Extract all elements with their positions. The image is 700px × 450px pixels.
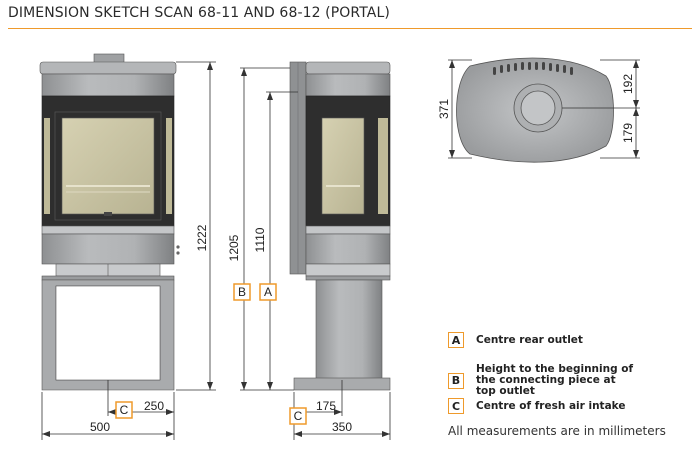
side-marker-a: [259, 283, 277, 301]
svg-text:A: A: [264, 285, 272, 299]
front-side-glass-right: [166, 118, 172, 214]
title-underline: [8, 28, 692, 29]
page-title: DIMENSION SKETCH SCAN 68-11 AND 68-12 (P…: [8, 5, 390, 21]
front-view: [39, 53, 180, 391]
side-width-label: 350: [332, 420, 352, 434]
front-lower-body: [41, 233, 175, 265]
legend-item-c: C Centre of fresh air intake: [448, 398, 688, 414]
front-width-label: 500: [90, 420, 110, 434]
top-front-label: 179: [621, 123, 635, 143]
legend-item-b: B Height to the beginning of the connect…: [448, 364, 638, 397]
front-intake-offset-label: 250: [144, 399, 164, 413]
front-upper-band: [41, 73, 175, 97]
legend-text-c: Centre of fresh air intake: [476, 399, 626, 412]
side-pedestal: [315, 279, 383, 381]
side-marker-c: [289, 407, 307, 425]
legend-item-a: A Centre rear outlet: [448, 332, 688, 348]
svg-text:B: B: [238, 285, 246, 299]
top-vent-slots: [493, 62, 573, 75]
svg-text:C: C: [294, 409, 303, 423]
legend-letter-c: C: [448, 398, 464, 414]
top-outlet: [520, 90, 556, 126]
front-marker-c: [115, 401, 133, 419]
side-glass: [321, 117, 365, 215]
side-dimensions: 1205 1110 B A 350 175 C: [227, 67, 391, 440]
side-top-plate: [305, 61, 391, 75]
side-marker-b: [233, 283, 251, 301]
front-glass: [61, 117, 155, 215]
top-rear-label: 192: [621, 74, 635, 94]
front-side-glass-left: [44, 118, 50, 214]
side-height-b-label: 1205: [227, 234, 241, 261]
legend-text-b: Height to the beginning of the connectin…: [476, 363, 634, 397]
legend-text-a: Centre rear outlet: [476, 333, 583, 346]
top-dimensions: 371 192 179: [437, 59, 640, 159]
front-dimensions: 1222 500 250 C: [41, 61, 216, 440]
side-view: [289, 61, 391, 391]
units-note: All measurements are in millimeters: [448, 424, 666, 438]
svg-text:C: C: [120, 403, 129, 417]
legend-letter-b: B: [448, 372, 464, 389]
legend-letter-a: A: [448, 332, 464, 348]
front-top-plate: [39, 61, 177, 75]
side-intake-offset-label: 175: [316, 399, 336, 413]
side-height-a-label: 1110: [253, 227, 267, 252]
top-depth-label: 371: [437, 99, 451, 119]
front-height-label: 1222: [195, 224, 209, 251]
top-view: [456, 57, 614, 163]
